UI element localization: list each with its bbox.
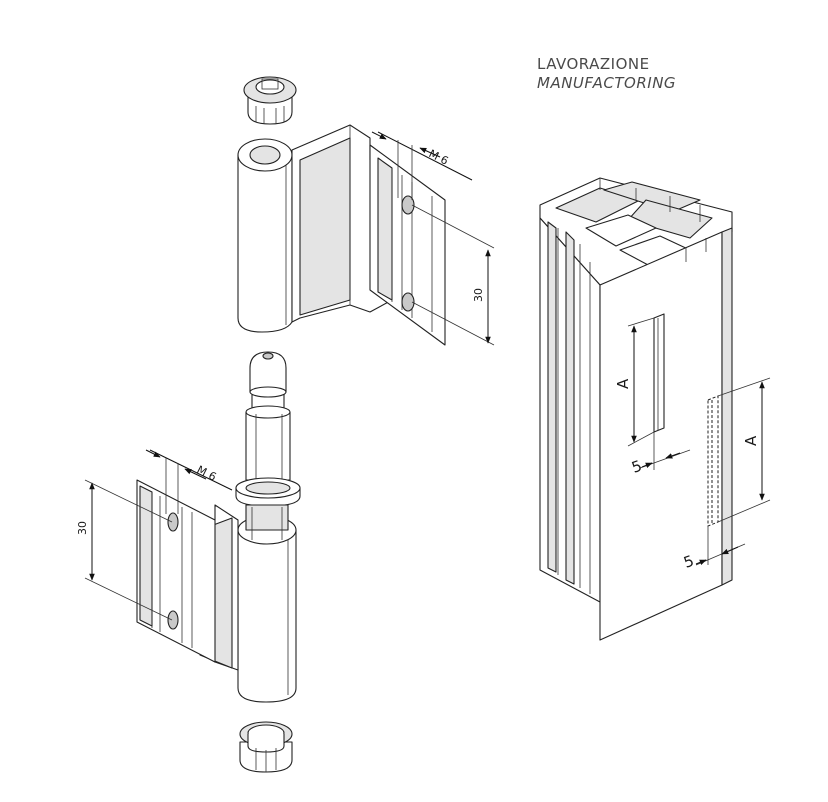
lower-dimension-lines: M 6 30 <box>76 449 233 621</box>
upper-dimension-lines: M 6 30 <box>371 131 495 346</box>
upper-hinge-leaf <box>237 124 446 346</box>
title-italian: LAVORAZIONE <box>537 55 650 73</box>
bottom-cap <box>239 721 293 773</box>
lower-hinge-leaf <box>136 479 297 703</box>
title-english: MANUFACTORING <box>537 74 677 92</box>
lower-spacing-label: 30 <box>76 521 89 535</box>
upper-thread-label: M 6 <box>427 147 451 168</box>
hinge-pin <box>235 351 301 507</box>
title-block: LAVORAZIONE MANUFACTORING <box>537 55 676 93</box>
top-cap <box>243 76 297 125</box>
slot-length-label-2: A <box>742 435 760 446</box>
window-profile <box>539 177 733 641</box>
lower-thread-label: M 6 <box>195 463 219 484</box>
upper-spacing-label: 30 <box>472 288 485 302</box>
slot-length-label-1: A <box>614 378 632 389</box>
